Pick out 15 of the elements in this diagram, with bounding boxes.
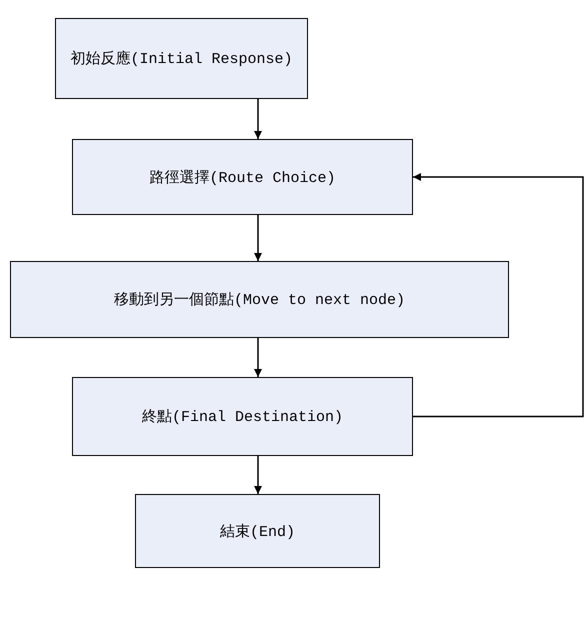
process-box <box>55 18 308 99</box>
box-label: 結束(End) <box>220 522 295 540</box>
arrow <box>254 456 262 494</box>
box-label: 移動到另一個節點(Move to next node) <box>114 291 406 309</box>
arrow <box>254 99 262 139</box>
process-box <box>72 139 413 215</box>
arrow <box>254 215 262 261</box>
arrow <box>413 173 584 418</box>
box-label: 初始反應(Initial Response) <box>70 50 293 68</box>
process-box <box>135 494 380 568</box>
process-box <box>72 377 413 456</box>
box-label: 終點(Final Destination) <box>142 408 344 426</box>
box-label: 路徑選擇(Route Choice) <box>149 168 336 186</box>
arrow <box>254 338 262 377</box>
process-box <box>10 261 509 338</box>
